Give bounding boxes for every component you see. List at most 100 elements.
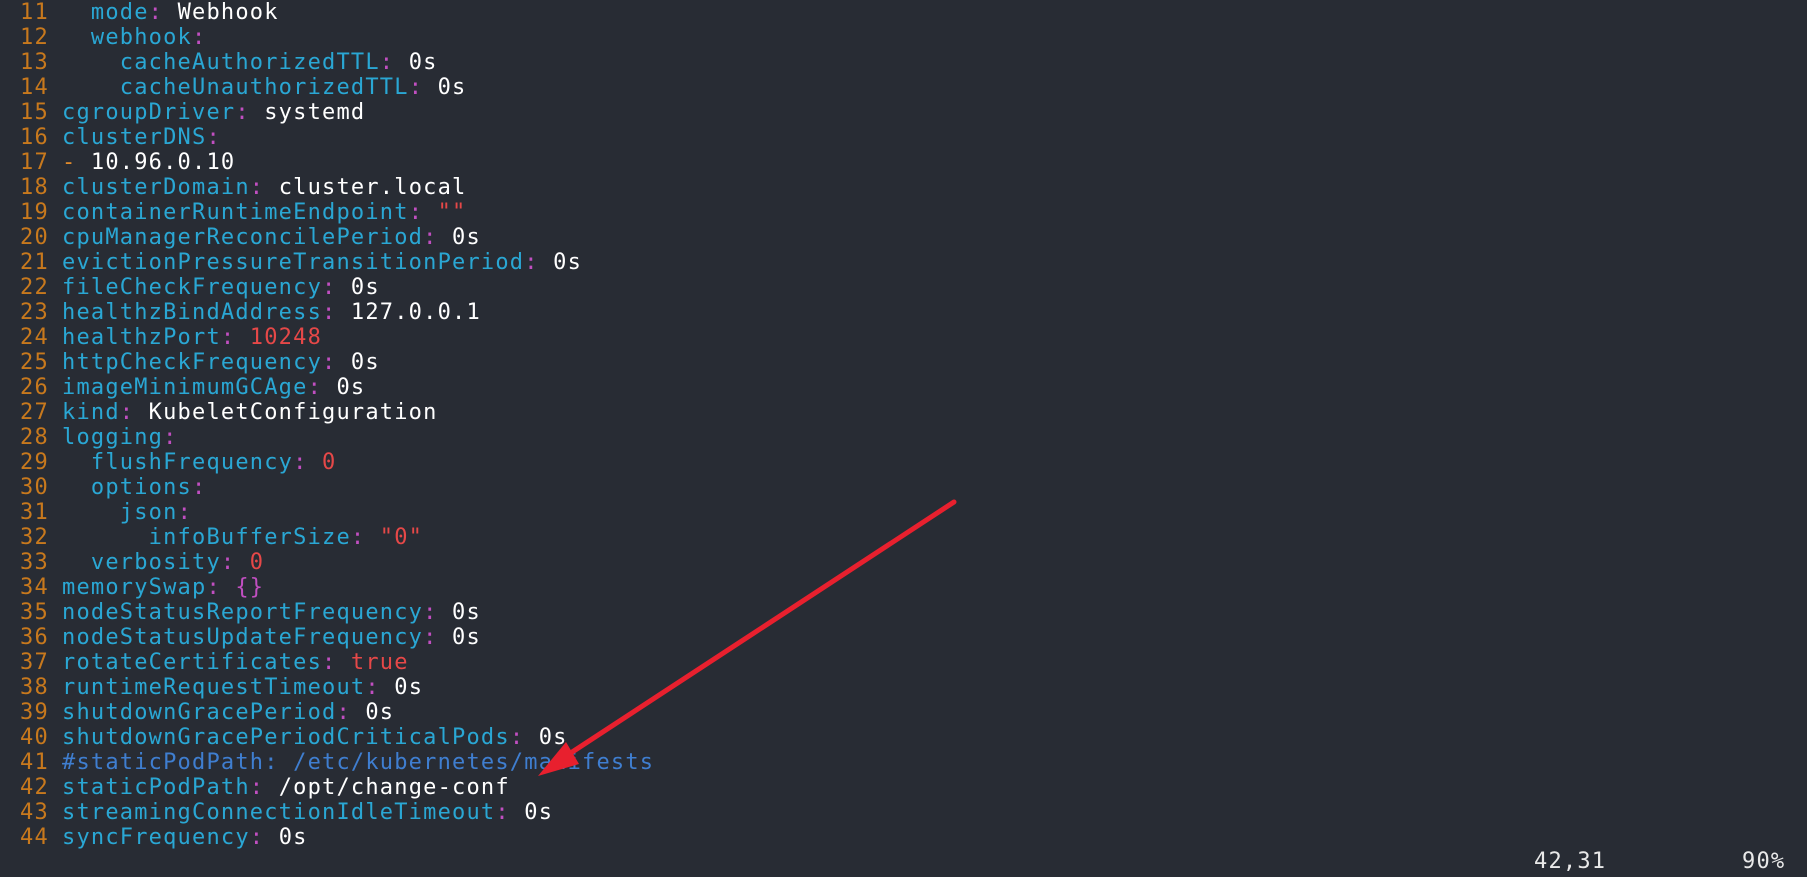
indent: [62, 75, 120, 100]
yaml-key: json: [119, 500, 178, 525]
line-number: 21: [20, 250, 49, 275]
line-number: 32: [20, 525, 49, 550]
code-line[interactable]: 17- 10.96.0.10: [0, 150, 654, 175]
line-content: healthzPort: 10248: [44, 325, 322, 350]
line-number: 35: [20, 600, 49, 625]
yaml-colon: :: [408, 200, 438, 225]
line-number: 22: [20, 275, 49, 300]
code-line[interactable]: 31 json:: [0, 500, 654, 525]
yaml-colon: :: [192, 25, 207, 50]
line-number: 42: [20, 775, 49, 800]
line-content: infoBufferSize: "0": [44, 525, 423, 550]
line-number: 26: [20, 375, 49, 400]
yaml-value: 0s: [437, 75, 467, 100]
yaml-key: cgroupDriver: [62, 100, 236, 125]
yaml-value: /opt/change-conf: [278, 775, 510, 800]
yaml-key: webhook: [90, 25, 193, 50]
line-number: 20: [20, 225, 49, 250]
line-number: 30: [20, 475, 49, 500]
yaml-value: 0: [249, 550, 265, 575]
indent: [62, 525, 149, 550]
line-number: 18: [20, 175, 49, 200]
line-number: 16: [20, 125, 49, 150]
line-content: flushFrequency: 0: [44, 450, 336, 475]
yaml-key: streamingConnectionIdleTimeout: [62, 800, 496, 825]
code-line[interactable]: 41#staticPodPath: /etc/kubernetes/manife…: [0, 750, 654, 775]
code-line[interactable]: 32 infoBufferSize: "0": [0, 525, 654, 550]
yaml-value: 0s: [408, 50, 438, 75]
line-content: options:: [44, 475, 206, 500]
code-line[interactable]: 30 options:: [0, 475, 654, 500]
line-content: cacheAuthorizedTTL: 0s: [44, 50, 438, 75]
line-number: 34: [20, 575, 49, 600]
code-line[interactable]: 12 webhook:: [0, 25, 654, 50]
indent: [62, 25, 91, 50]
yaml-value: 0s: [350, 350, 380, 375]
yaml-value: "0": [379, 525, 424, 550]
yaml-colon: :: [220, 550, 250, 575]
indent: [62, 475, 91, 500]
yaml-colon: :: [524, 250, 554, 275]
yaml-colon: :: [206, 575, 236, 600]
code-line[interactable]: 29 flushFrequency: 0: [0, 450, 654, 475]
code-line[interactable]: 33 verbosity: 0: [0, 550, 654, 575]
line-content: clusterDNS:: [44, 125, 221, 150]
code-line[interactable]: 14 cacheUnauthorizedTTL: 0s: [0, 75, 654, 100]
code-line[interactable]: 11 mode: Webhook: [0, 0, 654, 25]
yaml-key: kind: [62, 400, 120, 425]
yaml-colon: :: [423, 225, 453, 250]
line-number: 29: [20, 450, 49, 475]
line-number: 37: [20, 650, 49, 675]
scroll-percent: 90%: [1742, 849, 1786, 874]
line-number: 36: [20, 625, 49, 650]
yaml-key: staticPodPath: [62, 775, 250, 800]
code-line[interactable]: 13 cacheAuthorizedTTL: 0s: [0, 50, 654, 75]
yaml-key: cacheAuthorizedTTL: [119, 50, 380, 75]
line-content: logging:: [44, 425, 178, 450]
yaml-value: 0s: [278, 825, 308, 850]
line-number: 17: [20, 150, 49, 175]
yaml-colon: :: [408, 75, 438, 100]
yaml-value: "": [437, 200, 467, 225]
line-number: 41: [20, 750, 49, 775]
yaml-value: 0s: [524, 800, 554, 825]
yaml-key: httpCheckFrequency: [62, 350, 323, 375]
yaml-value: 0: [322, 450, 337, 475]
yaml-colon: :: [336, 700, 366, 725]
yaml-key: logging: [62, 425, 164, 450]
yaml-key: containerRuntimeEndpoint: [62, 200, 409, 225]
line-content: runtimeRequestTimeout: 0s: [44, 675, 423, 700]
list-dash: -: [62, 150, 91, 175]
yaml-colon: :: [307, 375, 337, 400]
line-number: 13: [20, 50, 49, 75]
line-number: 33: [20, 550, 49, 575]
yaml-colon: :: [322, 650, 351, 675]
yaml-key: healthzPort: [62, 325, 221, 350]
line-content: rotateCertificates: true: [44, 650, 409, 675]
